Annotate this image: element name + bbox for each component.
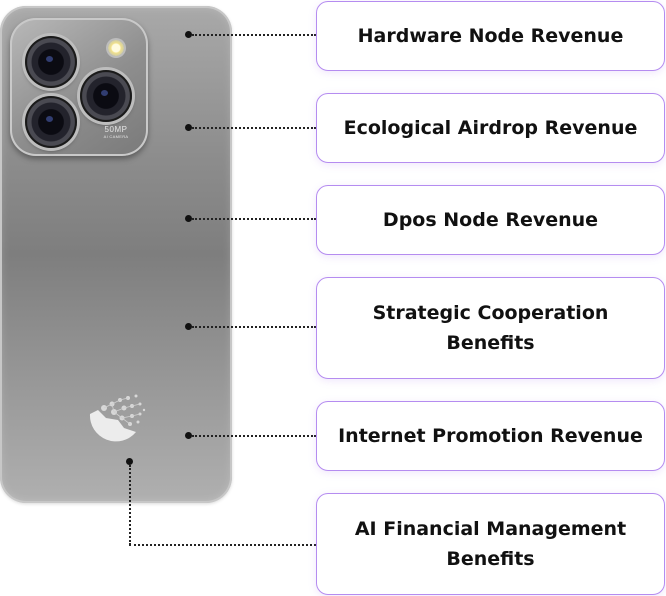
camera-module: 50MP AI CAMERA [10,18,148,156]
phone-back-image: 50MP AI CAMERA [0,6,232,503]
revenue-card-hardware-node: Hardware Node Revenue [316,1,665,71]
connector-line [129,465,131,545]
flash-icon [108,40,124,56]
connector-line [192,34,316,36]
camera-sub-text: AI CAMERA [103,133,129,139]
revenue-card-label: Hardware Node Revenue [357,24,624,47]
connector-line [192,127,316,129]
revenue-card-label: Dpos Node Revenue [382,208,599,231]
camera-label: 50MP AI CAMERA [96,125,136,139]
camera-lens-icon [25,96,77,148]
connector-dot [185,31,192,38]
brand-logo-icon [89,394,146,442]
connector-line [192,326,316,328]
connector-dot [185,215,192,222]
camera-lens-icon [25,36,77,88]
connector-dot [185,432,192,439]
camera-megapixel-text: 50MP [104,125,128,134]
connector-dot [185,124,192,131]
revenue-card-label: AI Financial Management Benefits [354,517,627,570]
connector-line [192,218,316,220]
revenue-card-label: Ecological Airdrop Revenue [343,116,638,139]
revenue-card-label: Strategic Cooperation Benefits [372,301,609,354]
connector-line [192,435,316,437]
revenue-card-ai-financial-management: AI Financial Management Benefits [316,493,665,595]
revenue-card-dpos-node: Dpos Node Revenue [316,185,665,255]
camera-lens-icon [80,70,132,122]
revenue-card-ecological-airdrop: Ecological Airdrop Revenue [316,93,665,163]
revenue-card-label: Internet Promotion Revenue [338,424,643,447]
connector-line [129,544,316,546]
revenue-card-internet-promotion: Internet Promotion Revenue [316,401,665,471]
connector-dot [185,323,192,330]
revenue-card-strategic-cooperation: Strategic Cooperation Benefits [316,277,665,379]
connector-dot [126,458,133,465]
